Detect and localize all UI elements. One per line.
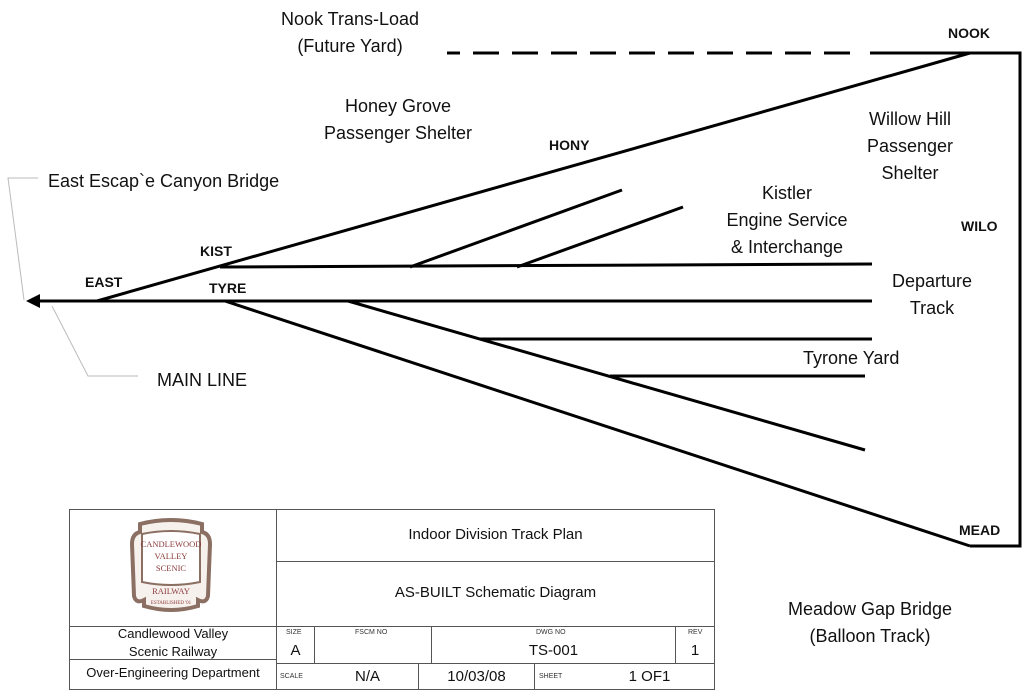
rev-label: REV bbox=[688, 629, 703, 636]
date-cell: 10/03/08 bbox=[418, 663, 535, 690]
track-tyre-mead bbox=[224, 299, 971, 548]
label-tyrone-yard: Tyrone Yard bbox=[803, 348, 900, 368]
leader-main-line bbox=[51, 305, 138, 377]
label-line: Passenger Shelter bbox=[323, 123, 473, 143]
logo-text-5: ESTABLISHED '01 bbox=[151, 601, 192, 606]
label-nook-transload: Nook Trans-Load (Future Yard) bbox=[262, 6, 438, 60]
logo-text-4: RAILWAY bbox=[152, 586, 190, 596]
title-cell: Indoor Division Track Plan bbox=[276, 509, 715, 562]
node-hony: HONY bbox=[549, 137, 590, 153]
rev-cell: REV 1 bbox=[675, 626, 715, 664]
track-kistler-spur-1 bbox=[409, 188, 623, 269]
node-kist: KIST bbox=[200, 243, 232, 259]
label-line: Track bbox=[909, 298, 955, 318]
drawing-subtitle: AS-BUILT Schematic Diagram bbox=[394, 584, 597, 601]
node-wilo: WILO bbox=[961, 218, 998, 234]
department-cell: Over-Engineering Department bbox=[69, 659, 277, 690]
arrow-head-icon bbox=[26, 294, 40, 308]
logo-text-3: SCENIC bbox=[156, 563, 187, 573]
label-line: Passenger bbox=[866, 136, 954, 156]
label-willow-hill: Willow Hill Passenger Shelter bbox=[850, 106, 970, 187]
leader-east-escape bbox=[7, 177, 38, 301]
scale-label: SCALE bbox=[280, 673, 303, 680]
dwg-value: TS-001 bbox=[528, 642, 579, 659]
label-line: & Interchange bbox=[730, 237, 844, 257]
track-tyrone-lead bbox=[347, 299, 866, 452]
label-line: Shelter bbox=[881, 163, 939, 183]
size-value: A bbox=[290, 642, 301, 659]
label-line: Honey Grove bbox=[344, 96, 452, 116]
scale-cell: SCALE N/A bbox=[276, 663, 419, 690]
label-line: Nook Trans-Load bbox=[280, 9, 420, 29]
org-name-line-2: Scenic Railway bbox=[128, 644, 218, 659]
sheet-cell: SHEET 1 OF1 bbox=[534, 663, 715, 690]
dwg-cell: DWG NO TS-001 bbox=[431, 626, 676, 664]
track-kistler-spur-2 bbox=[516, 205, 684, 269]
scale-value: N/A bbox=[354, 668, 380, 685]
size-label: SIZE bbox=[286, 629, 302, 636]
rev-value: 1 bbox=[690, 642, 700, 659]
node-tyre: TYRE bbox=[209, 280, 247, 296]
label-departure-track: Departure Track bbox=[880, 268, 984, 322]
label-main-line: MAIN LINE bbox=[157, 370, 248, 390]
subtitle-cell: AS-BUILT Schematic Diagram bbox=[276, 561, 715, 627]
date-value: 10/03/08 bbox=[447, 668, 506, 685]
logo-badge-inner bbox=[141, 530, 201, 586]
label-east-escape-bridge: East Escap`e Canyon Bridge bbox=[48, 171, 280, 191]
sheet-label: SHEET bbox=[539, 673, 563, 680]
railway-logo: CANDLEWOOD VALLEY SCENIC RAILWAY ESTABLI… bbox=[129, 518, 213, 612]
label-line: (Balloon Track) bbox=[809, 626, 931, 646]
size-cell: SIZE A bbox=[276, 626, 315, 664]
label-meadow-gap: Meadow Gap Bridge (Balloon Track) bbox=[776, 596, 964, 650]
sheet-value: 1 OF1 bbox=[628, 668, 671, 685]
label-honey-grove: Honey Grove Passenger Shelter bbox=[310, 93, 486, 147]
label-line: Meadow Gap Bridge bbox=[787, 599, 953, 619]
org-name-cell: Candlewood Valley Scenic Railway bbox=[69, 626, 277, 660]
track-kistler bbox=[219, 262, 873, 269]
label-line: Kistler bbox=[761, 183, 812, 203]
fscm-label: FSCM NO bbox=[355, 629, 388, 636]
dwg-label: DWG NO bbox=[536, 629, 566, 636]
logo-text-2: VALLEY bbox=[155, 551, 188, 561]
department: Over-Engineering Department bbox=[86, 665, 260, 680]
label-line: Willow Hill bbox=[869, 109, 951, 129]
node-mead: MEAD bbox=[959, 522, 1001, 538]
label-kistler: Kistler Engine Service & Interchange bbox=[712, 180, 862, 261]
track-east-nook bbox=[96, 51, 971, 303]
label-line: (Future Yard) bbox=[297, 36, 403, 56]
label-line: Engine Service bbox=[726, 210, 848, 230]
org-name-line-1: Candlewood Valley bbox=[117, 626, 229, 641]
node-nook: NOOK bbox=[948, 25, 990, 41]
label-line: Departure bbox=[891, 271, 973, 291]
logo-text-1: CANDLEWOOD bbox=[141, 539, 202, 549]
node-east: EAST bbox=[85, 274, 123, 290]
fscm-cell: FSCM NO bbox=[314, 626, 432, 664]
drawing-title: Indoor Division Track Plan bbox=[408, 526, 583, 543]
track-balloon-loop bbox=[970, 51, 1022, 548]
